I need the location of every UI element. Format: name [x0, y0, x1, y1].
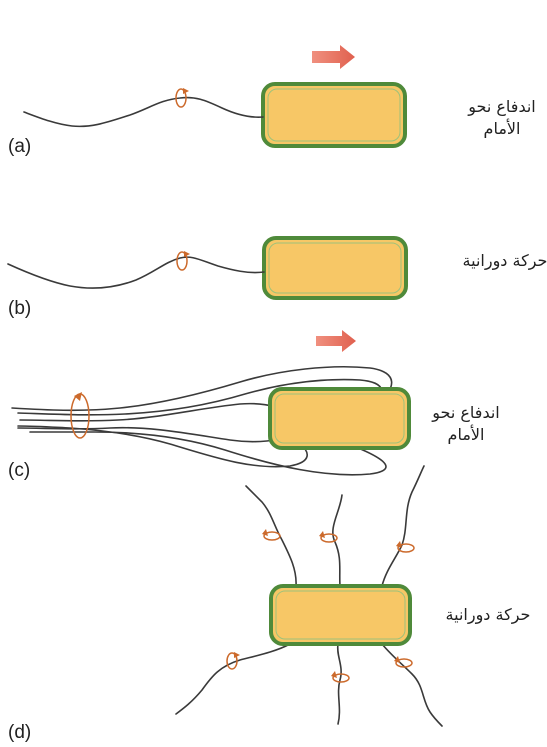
caption-line: الأمام — [484, 118, 521, 138]
flagellum — [382, 466, 424, 586]
flagellum — [20, 404, 300, 421]
bacterium-cell — [264, 238, 406, 298]
flagellum — [176, 644, 290, 714]
bacterium-cell — [271, 586, 410, 644]
panel-letter: (c) — [8, 460, 30, 481]
caption-line: اندفاع نحو — [431, 403, 500, 423]
caption-line: حركة دورانية — [463, 251, 547, 271]
flagellum — [8, 257, 264, 288]
flagellum — [338, 644, 341, 724]
panel-d: (d) حركة دورانية — [8, 466, 530, 743]
flagellum — [18, 428, 296, 442]
flagellum — [382, 644, 442, 726]
direction-arrow-icon — [312, 45, 355, 69]
flagellum — [246, 486, 296, 586]
panel-a: (a) اندفاع نحو الأمام — [8, 45, 536, 157]
caption-line: الأمام — [448, 424, 485, 444]
flagellum — [24, 97, 263, 126]
panel-c: (c) اندفاع نحو الأمام — [8, 330, 500, 481]
rotation-arrow-icon — [396, 541, 414, 552]
direction-arrow-icon — [316, 330, 356, 352]
bacterium-cell — [263, 84, 405, 146]
caption-line: اندفاع نحو — [467, 97, 536, 117]
caption-line: حركة دورانية — [446, 605, 531, 625]
panel-letter: (a) — [8, 136, 31, 157]
panel-letter: (b) — [8, 298, 31, 319]
panel-b: (b) حركة دورانية — [8, 238, 547, 319]
bacterium-cell — [270, 389, 409, 448]
rotation-arrow-icon — [177, 251, 190, 270]
panel-letter: (d) — [8, 722, 31, 743]
rotation-arrow-icon — [319, 531, 337, 542]
